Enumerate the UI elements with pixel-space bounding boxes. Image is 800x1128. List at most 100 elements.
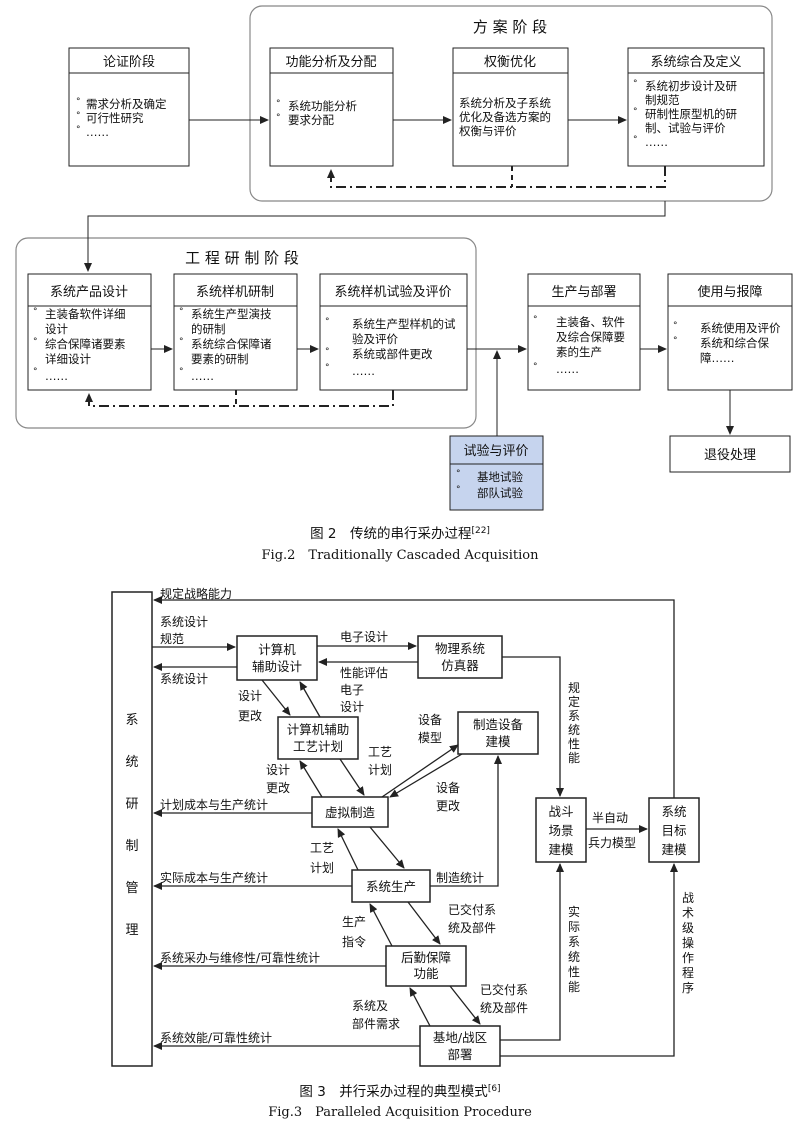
box-item: 要求分配 xyxy=(288,113,334,127)
svg-text:°: ° xyxy=(456,469,461,479)
svg-text:°: ° xyxy=(179,307,184,317)
box-item: 及综合保障要 xyxy=(556,330,625,344)
fig2-caption-cn: 图 2 传统的串行采办过程[22] xyxy=(310,526,490,542)
box-tradeoff: 权衡优化 系统分析及子系统 优化及备选方案的 权衡与评价 xyxy=(452,47,569,167)
svg-text:性: 性 xyxy=(568,737,580,751)
svg-text:计算机: 计算机 xyxy=(258,642,296,657)
label-delivered-systems: 已交付系 xyxy=(480,982,528,997)
scheme-stage-label: 方 案 阶 段 xyxy=(473,18,547,36)
svg-text:°: ° xyxy=(456,485,461,495)
svg-text:定: 定 xyxy=(568,694,580,709)
box-item: 详细设计 xyxy=(45,352,91,366)
label-planned-cost: 计划成本与生产统计 xyxy=(160,798,268,812)
svg-text:部署: 部署 xyxy=(447,1047,472,1062)
management-label: 系 统 研 制 管 理 xyxy=(125,713,138,938)
feedback-scheme xyxy=(327,166,666,188)
box-title: 退役处理 xyxy=(704,448,756,463)
system-management-column xyxy=(111,591,153,1067)
svg-text:理: 理 xyxy=(125,923,138,938)
box-title: 系统样机研制 xyxy=(196,285,274,300)
svg-text:仿真器: 仿真器 xyxy=(441,658,479,673)
vertical-label-tactical-procedure: 战 术 级 操 作 程 序 xyxy=(682,891,694,995)
box-item: 权衡与评价 xyxy=(459,124,517,138)
label-electronic: 电子 xyxy=(340,683,364,697)
svg-text:°: ° xyxy=(533,362,538,372)
engineering-stage-label: 工 程 研 制 阶 段 xyxy=(185,249,299,267)
box-title: 功能分析及分配 xyxy=(285,55,376,70)
svg-text:°: ° xyxy=(633,79,638,89)
box-item: 障…… xyxy=(700,351,735,365)
fig2-caption-en: Fig.2 Traditionally Cascaded Acquisition xyxy=(262,548,540,563)
label-equipment-change: 设备 xyxy=(436,781,460,795)
box-item: 验及评价 xyxy=(352,332,398,346)
svg-text:研: 研 xyxy=(125,797,138,812)
svg-text:战斗: 战斗 xyxy=(548,804,573,819)
box-item: 优化及备选方案的 xyxy=(459,110,551,124)
box-title: 使用与报障 xyxy=(697,284,762,300)
svg-text:°: ° xyxy=(179,337,184,347)
svg-text:系: 系 xyxy=(568,709,580,723)
label-design: 设计 xyxy=(340,700,364,714)
box-item: 系统生产型样机的试 xyxy=(352,317,456,331)
label-system-requirements: 系统及 xyxy=(352,999,388,1013)
label-force-model: 兵力模型 xyxy=(588,836,636,850)
label-process-plan: 计划 xyxy=(310,861,334,875)
svg-text:基地/战区: 基地/战区 xyxy=(433,1030,487,1045)
svg-text:性: 性 xyxy=(568,965,580,979)
svg-text:°: ° xyxy=(673,321,678,331)
svg-text:°: ° xyxy=(533,315,538,325)
label-production-order: 生产 xyxy=(342,915,366,929)
svg-text:管: 管 xyxy=(125,881,138,896)
label-strategic-capability: 规定战略能力 xyxy=(160,586,232,601)
svg-text:能: 能 xyxy=(568,751,580,765)
svg-text:辅助设计: 辅助设计 xyxy=(252,659,302,674)
box-item: 系统生产型演技 xyxy=(191,307,272,321)
fig3-connectors xyxy=(152,596,678,1057)
box-item: …… xyxy=(86,125,109,139)
svg-text:统: 统 xyxy=(125,755,138,770)
label-semi-auto: 半自动 xyxy=(592,811,628,825)
box-item: 设计 xyxy=(45,322,68,336)
label-system-design: 系统设计 xyxy=(160,615,208,629)
box-demonstration: 论证阶段 ° 需求分析及确定 ° 可行性研究 ° …… xyxy=(68,47,190,167)
box-item: 要素的研制 xyxy=(191,352,249,366)
label-process-plan: 计划 xyxy=(368,763,392,777)
svg-text:制造设备: 制造设备 xyxy=(473,717,524,732)
node-physical-simulator: 物理系统 仿真器 xyxy=(417,635,503,679)
svg-text:计算机辅助: 计算机辅助 xyxy=(287,722,350,737)
label-design-change: 更改 xyxy=(238,709,262,723)
svg-text:°: ° xyxy=(276,99,281,109)
svg-text:°: ° xyxy=(325,347,330,357)
svg-text:物理系统: 物理系统 xyxy=(435,641,485,656)
box-item: 系统或部件更改 xyxy=(352,347,433,361)
svg-text:°: ° xyxy=(276,113,281,123)
box-item: 部队试验 xyxy=(477,486,523,500)
svg-text:工艺计划: 工艺计划 xyxy=(293,739,343,754)
svg-text:际: 际 xyxy=(568,920,580,934)
fig3-labels: 规定战略能力 系统设计 规范 系统设计 电子设计 性能评估 电子 设计 设计 更… xyxy=(160,586,636,1045)
label-effectiveness-stats: 系统效能/可靠性统计 xyxy=(160,1030,272,1045)
svg-text:系: 系 xyxy=(125,713,138,728)
svg-text:序: 序 xyxy=(682,980,694,995)
vertical-label-actual-performance: 实 际 系 统 性 能 xyxy=(568,904,580,994)
svg-text:程: 程 xyxy=(682,965,694,980)
node-combat-scenario: 战斗 场景 建模 xyxy=(535,797,587,863)
label-design-change: 设计 xyxy=(266,763,290,777)
svg-text:术: 术 xyxy=(682,906,694,920)
box-title: 系统综合及定义 xyxy=(650,55,741,70)
label-delivered-systems: 统及部件 xyxy=(448,920,496,935)
svg-text:°: ° xyxy=(325,317,330,327)
label-system-requirements: 部件需求 xyxy=(352,1016,400,1031)
label-equipment-change: 更改 xyxy=(436,799,460,813)
svg-text:建模: 建模 xyxy=(485,734,511,749)
label-actual-cost: 实际成本与生产统计 xyxy=(160,870,268,885)
box-item: 研制性原型机的研 xyxy=(645,107,737,121)
node-cad: 计算机 辅助设计 xyxy=(236,635,318,681)
label-system-design: 系统设计 xyxy=(160,672,208,686)
box-operation: 使用与报障 ° 系统使用及评价 ° 系统和综合保 障…… xyxy=(667,273,793,391)
scheme-stage-frame xyxy=(249,5,773,202)
label-design-change: 设计 xyxy=(238,689,262,703)
svg-text:作: 作 xyxy=(682,951,694,965)
svg-text:°: ° xyxy=(76,97,81,107)
